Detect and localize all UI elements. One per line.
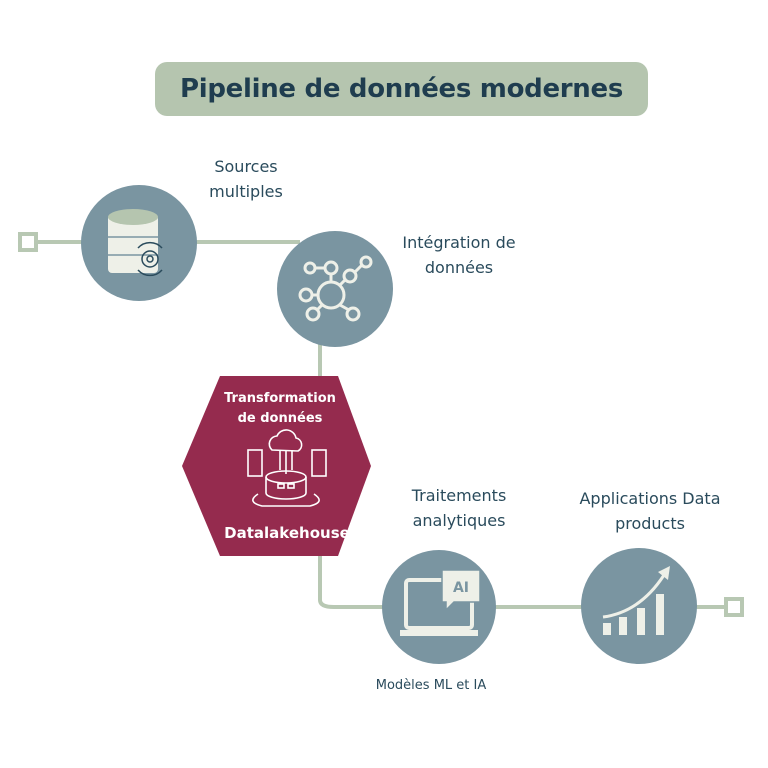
- analytics-circle: [382, 550, 496, 664]
- ai-badge: AI: [453, 580, 469, 596]
- database-sync-icon: [108, 209, 163, 277]
- analytics-label: Traitements analytiques: [412, 483, 507, 533]
- datalakehouse-icon: [247, 429, 327, 507]
- datalakehouse-label: Datalakehouse: [224, 524, 350, 542]
- network-hub-icon: [298, 255, 373, 322]
- label-line: Transformation: [224, 391, 336, 406]
- label-line: Intégration de: [402, 233, 516, 252]
- label-line: Applications Data: [579, 489, 721, 508]
- integration-label: Intégration de données: [402, 230, 515, 280]
- end-node: [724, 597, 744, 617]
- transformation-label: Transformation de données: [224, 389, 336, 429]
- laptop-ai-icon: AI: [400, 569, 481, 636]
- transformation-hexagon: [182, 376, 371, 556]
- label-line: analytiques: [412, 511, 506, 530]
- label-line: de données: [237, 411, 323, 426]
- label-line: données: [424, 258, 494, 277]
- analytics-caption: Modèles ML et IA: [375, 678, 487, 693]
- applications-circle: [581, 548, 697, 664]
- connector-main: [318, 340, 726, 609]
- sources-label: Sources multiples: [209, 154, 283, 204]
- label-line: products: [615, 514, 685, 533]
- applications-label: Applications Data products: [579, 486, 720, 536]
- integration-circle: [277, 231, 393, 347]
- label-line: Sources: [214, 157, 278, 176]
- growth-chart-icon: [602, 566, 670, 635]
- page-title: Pipeline de données modernes: [155, 62, 648, 116]
- start-node: [18, 232, 38, 252]
- label-line: Traitements: [411, 486, 507, 505]
- label-line: multiples: [209, 182, 283, 201]
